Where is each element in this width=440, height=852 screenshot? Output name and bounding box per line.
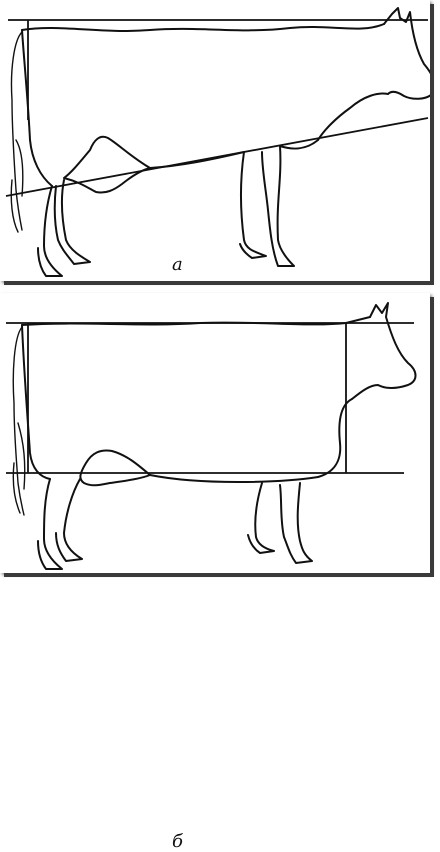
cow-belly-b: [150, 475, 318, 482]
cow-tail-a: [11, 32, 23, 232]
cow-back-a: [22, 24, 384, 31]
cow-hind-leg-b: [56, 479, 82, 561]
cow-front-leg-b: [280, 483, 312, 563]
cow-udder-a: [64, 137, 150, 193]
cow-rump-a: [22, 30, 52, 186]
cow-rump-b: [22, 325, 50, 479]
cow-head-b: [352, 303, 416, 399]
panel-a: а: [0, 0, 430, 281]
cow-front-leg-a: [262, 146, 294, 266]
panel-b: б: [0, 293, 430, 573]
cow-hind-leg-a: [55, 180, 90, 264]
panel-label-a: а: [172, 254, 183, 275]
cow-back-b: [22, 317, 370, 325]
cow-figure-b: [0, 293, 430, 573]
cow-figure-a: [0, 0, 430, 281]
cow-hind-leg-back-a: [38, 186, 62, 276]
cow-front-leg-back-b: [248, 483, 274, 553]
cow-hind-leg-back-b: [38, 479, 62, 569]
panel-label-b: б: [172, 831, 183, 852]
cow-udder-b: [80, 451, 150, 486]
